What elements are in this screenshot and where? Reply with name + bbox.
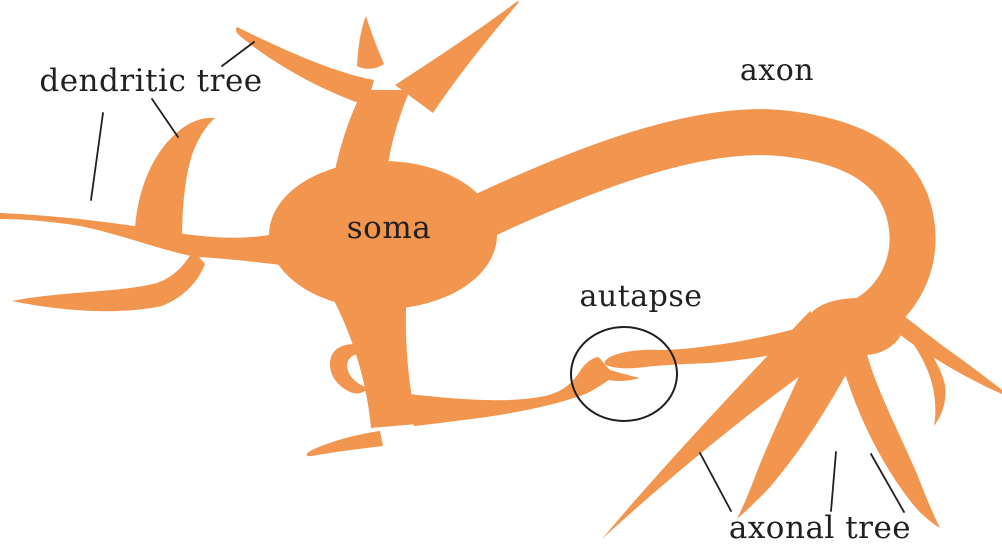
axonal-branch-left-shape [602, 311, 840, 539]
autapse-dendrite-shape [408, 357, 640, 426]
axonal-branch-middle-shape [737, 340, 862, 519]
dendrite-top-spur-shape [357, 16, 384, 69]
axonal-fork-lower-shape [910, 336, 946, 426]
axonal-tree-pointer-middle [830, 451, 837, 512]
dendrite-bottom-trunk-shape [330, 290, 417, 428]
dendritic-tree-pointer-middle [151, 98, 179, 138]
dendrite-top-trunk-shape [334, 90, 410, 175]
annotations: dendritic tree axon soma autapse axonal … [39, 41, 911, 546]
axonal-branch-right-shape [836, 342, 940, 528]
autapse-circle [570, 326, 678, 422]
dendrite-left-lower-shape [12, 250, 205, 312]
label-dendritic-tree: dendritic tree [39, 63, 262, 99]
axon-shape [447, 109, 936, 341]
dendritic-tree-pointer-left [90, 112, 104, 201]
label-axonal-tree: axonal tree [729, 510, 911, 546]
dendrite-bottom-spur-shape [306, 431, 383, 457]
axonal-fork-upper-shape [874, 296, 1002, 394]
autapse-terminal-shape [604, 315, 852, 369]
soma-shape [269, 161, 497, 309]
dendritic-tree-pointer-right [221, 41, 255, 67]
axonal-tree-pointer-left [699, 452, 732, 512]
label-autapse: autapse [579, 279, 702, 314]
label-axon: axon [740, 53, 814, 88]
axonal-tree-pointer-right [870, 453, 905, 513]
dendrite-left-horn-shape [135, 117, 215, 247]
label-soma: soma [347, 210, 431, 246]
dendrite-hook-shape [329, 344, 377, 394]
dendrite-top-right-branch-shape [395, 1, 519, 113]
dendrite-top-left-branch-shape [236, 27, 374, 106]
